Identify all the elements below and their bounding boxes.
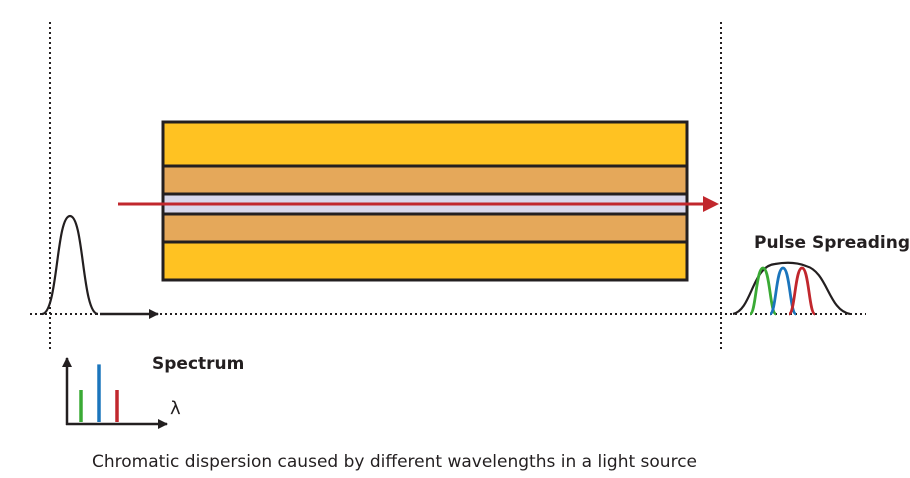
- input-pulse: [41, 214, 99, 316]
- output-pulse-red: [787, 266, 817, 316]
- inner-cladding-top: [161, 164, 689, 196]
- lambda-label: λ: [170, 398, 181, 419]
- optical-fiber: [161, 120, 689, 282]
- diagram-caption: Chromatic dispersion caused by different…: [92, 452, 697, 472]
- pulse-spreading-label: Pulse Spreading: [754, 233, 910, 253]
- outer-cladding-top: [161, 120, 689, 168]
- inner-cladding-bottom: [161, 212, 689, 244]
- output-pulse-green: [748, 266, 778, 316]
- outer-cladding-bottom: [161, 240, 689, 282]
- spectrum-lines: [79, 364, 119, 422]
- light-ray-arrowhead: [703, 196, 719, 212]
- spectrum-plot: [62, 357, 168, 429]
- output-pulse-group: [732, 261, 851, 316]
- output-envelope-pulse: [732, 261, 851, 316]
- spectrum-label: Spectrum: [152, 354, 244, 374]
